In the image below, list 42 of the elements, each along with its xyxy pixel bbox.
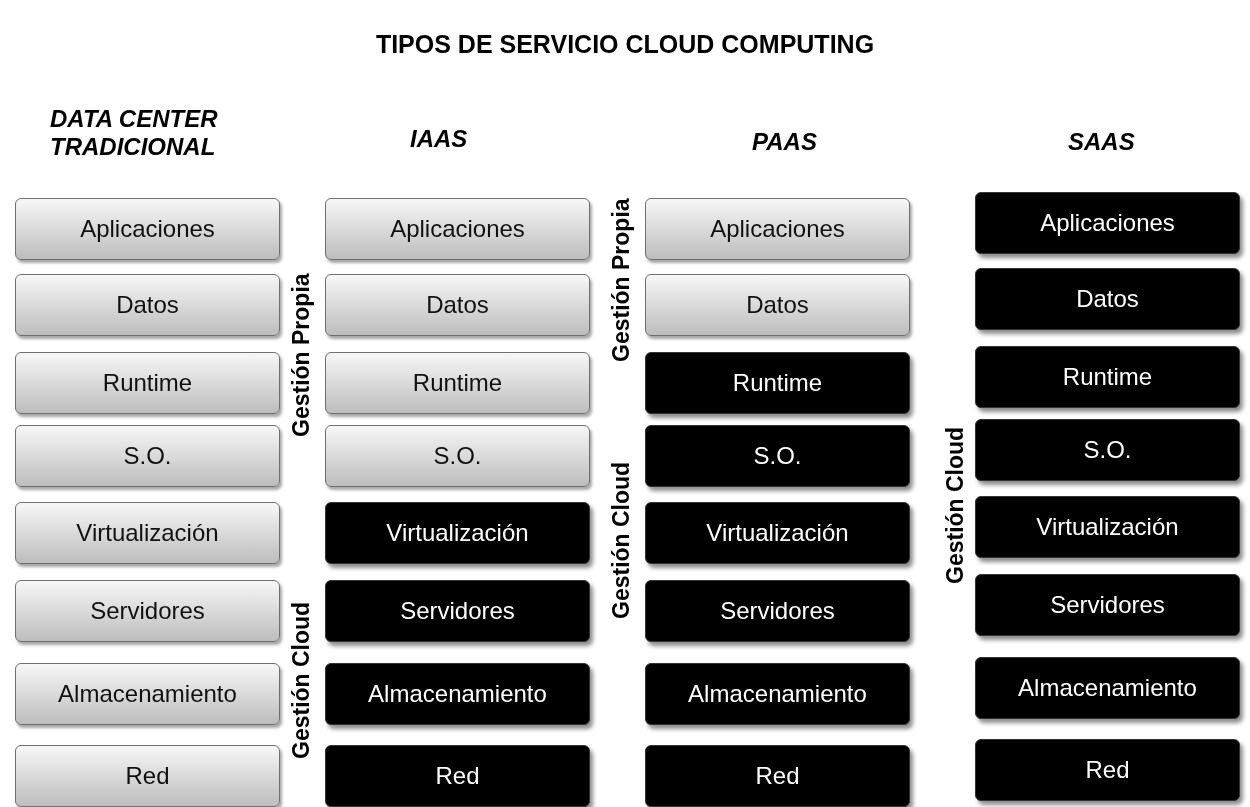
side-label: Gestión Cloud [942,425,969,586]
side-label: Gestión Cloud [288,600,315,761]
layer-box: Servidores [975,574,1240,636]
layer-box: Aplicaciones [975,192,1240,254]
layer-box: Datos [325,274,590,336]
side-label: Gestión Propia [608,197,635,364]
layer-box: Runtime [325,352,590,414]
layer-box: S.O. [15,425,280,487]
layer-box: Red [15,745,280,807]
layer-box: Red [325,745,590,807]
layer-box: Runtime [645,352,910,414]
layer-box: Almacenamiento [15,663,280,725]
side-label: Gestión Propia [288,272,315,439]
layer-box: Red [645,745,910,807]
layer-box: Aplicaciones [645,198,910,260]
layer-box: Servidores [645,580,910,642]
column-heading: DATA CENTER TRADICIONAL [50,105,219,161]
layer-box: Virtualización [15,502,280,564]
layer-box: Servidores [325,580,590,642]
diagram-title: TIPOS DE SERVICIO CLOUD COMPUTING [374,30,876,59]
layer-box: Red [975,739,1240,801]
column-heading: SAAS [1068,128,1135,156]
layer-box: S.O. [645,425,910,487]
layer-box: Virtualización [975,496,1240,558]
layer-box: Datos [975,268,1240,330]
layer-box: Datos [645,274,910,336]
layer-box: Aplicaciones [15,198,280,260]
layer-box: Virtualización [645,502,910,564]
side-label: Gestión Cloud [608,460,635,621]
layer-box: Runtime [975,346,1240,408]
layer-box: Almacenamiento [325,663,590,725]
layer-box: S.O. [975,419,1240,481]
column-heading: IAAS [410,125,468,153]
column-heading: PAAS [752,128,817,156]
layer-box: Virtualización [325,502,590,564]
layer-box: S.O. [325,425,590,487]
layer-box: Almacenamiento [975,657,1240,719]
layer-box: Runtime [15,352,280,414]
layer-box: Aplicaciones [325,198,590,260]
layer-box: Datos [15,274,280,336]
layer-box: Almacenamiento [645,663,910,725]
layer-box: Servidores [15,580,280,642]
